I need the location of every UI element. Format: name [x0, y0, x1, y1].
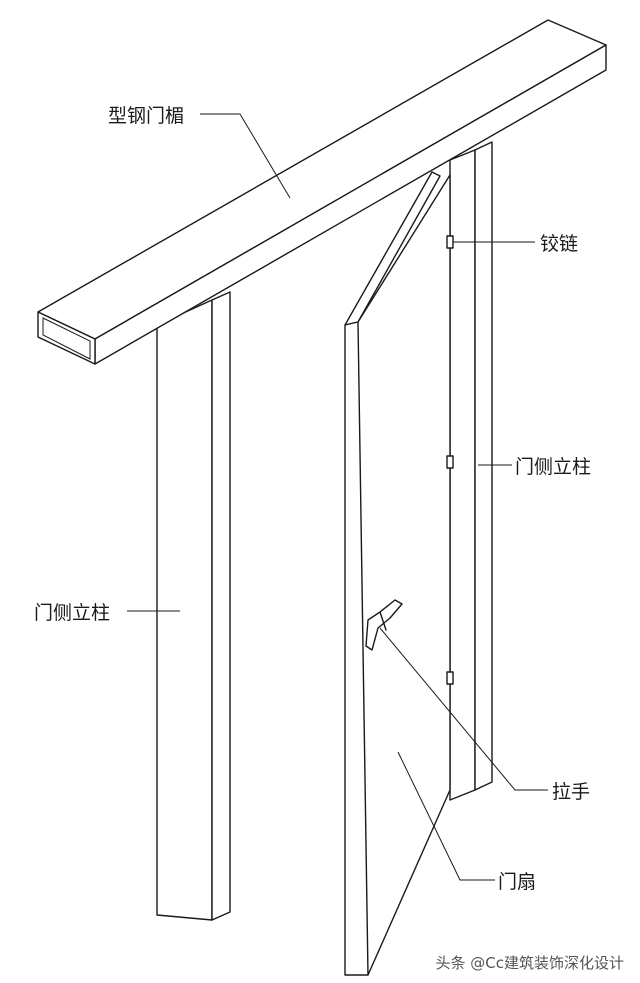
label-hinge: 铰链: [540, 233, 578, 255]
watermark: 头条 @Cc建筑装饰深化设计: [436, 954, 625, 972]
label-handle: 拉手: [552, 781, 590, 803]
hinge-middle: [446, 455, 454, 469]
door-handle: [365, 599, 403, 651]
label-door-leaf: 门扇: [498, 871, 536, 893]
leader-handle: [379, 627, 548, 791]
leader-door-leaf: [397, 751, 495, 881]
leader-lines: [127, 113, 548, 881]
left-door-post: [156, 291, 231, 921]
label-left-post: 门侧立柱: [34, 602, 110, 624]
right-door-post: [449, 141, 493, 801]
label-beam: 型钢门楣: [108, 105, 184, 127]
hinge-bottom: [446, 671, 454, 685]
steel-lintel-beam: [37, 19, 607, 365]
hinge-top: [446, 235, 454, 249]
door-leaf: [344, 171, 451, 976]
leader-beam: [200, 113, 291, 199]
label-right-post: 门侧立柱: [515, 456, 591, 478]
